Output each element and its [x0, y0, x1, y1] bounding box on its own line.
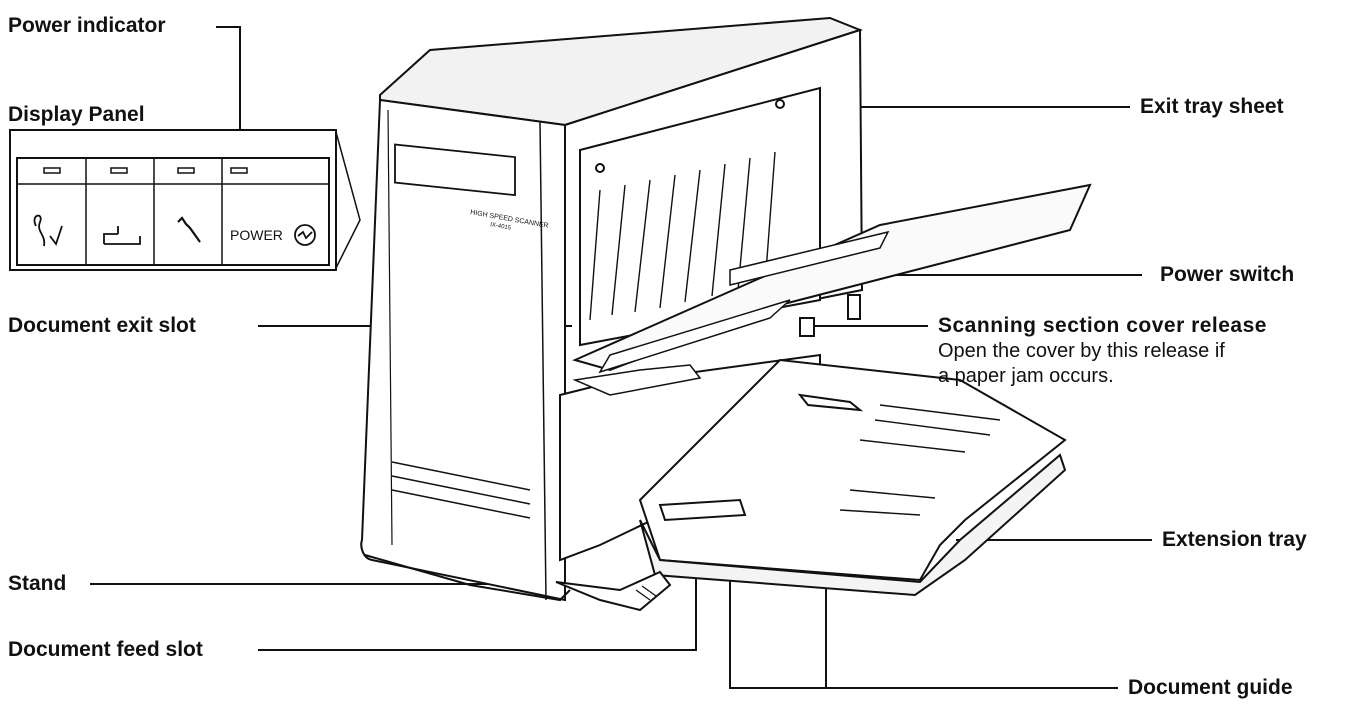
power-led	[230, 167, 248, 174]
vent-slots	[391, 461, 531, 519]
label-exit-tray-sheet: Exit tray sheet	[1140, 95, 1284, 118]
service-led	[177, 167, 195, 174]
scanner-base	[364, 554, 571, 602]
label-scanning-cover-release: Scanning section cover release	[938, 314, 1267, 337]
label-document-guide: Document guide	[1128, 676, 1293, 699]
device-model-line-2: IX-4015	[490, 222, 512, 232]
window-hatching	[589, 151, 776, 321]
scanner-device	[360, 16, 1092, 612]
document-guide-left	[658, 498, 747, 522]
label-stand: Stand	[8, 572, 67, 595]
label-power-switch: Power switch	[1160, 263, 1295, 286]
error-led	[43, 167, 61, 174]
display-panel-inset	[9, 129, 361, 271]
wrench-icon	[177, 216, 201, 243]
panel-power-text: POWER	[230, 227, 283, 243]
paper-feed-icon	[103, 226, 141, 245]
power-switch	[847, 294, 861, 320]
leader-power-indicator	[216, 26, 241, 158]
power-icon	[294, 224, 316, 246]
scanner-body-left	[360, 98, 566, 602]
device-panel	[394, 143, 516, 197]
label-extension-tray: Extension tray	[1162, 528, 1307, 551]
cover-release	[799, 317, 815, 337]
label-document-exit-slot: Document exit slot	[8, 314, 196, 337]
extension-tray-shape	[639, 453, 1067, 597]
label-document-feed-slot: Document feed slot	[8, 638, 203, 661]
stand-shape	[555, 570, 672, 612]
feed-led	[110, 167, 128, 174]
exit-tray-sheet	[572, 183, 1092, 372]
note-scanning-cover-line-1: Open the cover by this release if	[938, 340, 1225, 362]
label-power-indicator: Power indicator	[8, 14, 166, 37]
error-icon	[33, 214, 63, 247]
note-scanning-cover-line-2: a paper jam occurs.	[938, 365, 1114, 387]
panel-face	[16, 157, 330, 266]
label-display-panel: Display Panel	[8, 103, 145, 126]
document-guide-right	[797, 393, 864, 412]
